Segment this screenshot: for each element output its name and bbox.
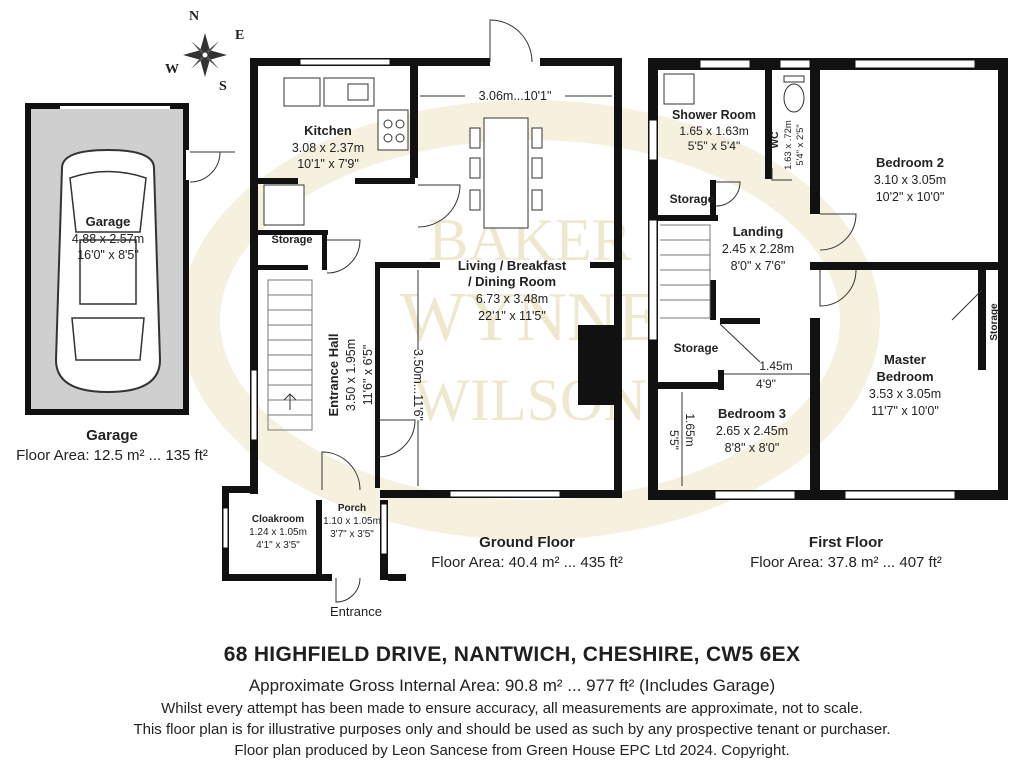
bedroom2-name: Bedroom 2	[876, 155, 944, 170]
kitchen-m: 3.08 x 2.37m	[292, 141, 364, 155]
garage-caption: Garage	[86, 427, 138, 444]
master-ft: 11'7" x 10'0"	[871, 404, 939, 418]
garage-area: Floor Area: 12.5 m² ... 135 ft²	[16, 447, 208, 464]
porch-ft: 3'7" x 3'5"	[330, 529, 374, 540]
compass-s: S	[219, 79, 227, 94]
first-floor-area: Floor Area: 37.8 m² ... 407 ft²	[750, 554, 942, 571]
dining-table-icon	[469, 117, 543, 229]
cloakroom-ft: 4'1" x 3'5"	[256, 540, 300, 551]
porch-m: 1.10 x 1.05m	[323, 516, 381, 527]
garage-dim-ft: 16'0" x 8'5"	[77, 248, 139, 262]
bedroom2-ft: 10'2" x 10'0"	[876, 190, 945, 204]
first-doors	[715, 168, 983, 363]
ground-storage-name: Storage	[272, 234, 313, 246]
compass-icon: N E W S	[165, 9, 244, 94]
first-floor-caption: First Floor	[809, 534, 883, 551]
kitchen-fixtures	[263, 77, 409, 226]
shower-m: 1.65 x 1.63m	[679, 124, 748, 138]
dim-side: 3.50m...11'6"	[411, 349, 425, 421]
bedroom3-m: 2.65 x 2.45m	[716, 424, 788, 438]
bedroom3-name: Bedroom 3	[718, 406, 786, 421]
bedroom3-ft: 8'8" x 8'0"	[725, 441, 780, 455]
cloakroom-name: Cloakroom	[252, 514, 304, 525]
landing-ft: 8'0" x 7'6"	[731, 259, 786, 273]
dim-top: 3.06m...10'1"	[479, 89, 552, 103]
property-address: 68 HIGHFIELD DRIVE, NANTWICH, CHESHIRE, …	[223, 643, 801, 666]
bedroom2-m: 3.10 x 3.05m	[874, 173, 946, 187]
dim-145-m: 1.45m	[759, 359, 792, 373]
compass-n: N	[189, 9, 199, 24]
first-dimensions	[681, 373, 810, 486]
master-name2: Bedroom	[876, 369, 933, 384]
living-ft: 22'1" x 11'5"	[478, 309, 546, 323]
disclaimer-line-3: Floor plan produced by Leon Sancese from…	[234, 742, 790, 759]
storage-b-name: Storage	[674, 341, 719, 355]
master-m: 3.53 x 3.05m	[869, 387, 941, 401]
cloakroom-m: 1.24 x 1.05m	[249, 527, 307, 538]
hall-m: 3.50 x 1.95m	[344, 339, 358, 411]
ground-stairs	[267, 279, 313, 431]
kitchen-ft: 10'1" x 7'9"	[297, 157, 359, 171]
dim-165-ft: 5'5"	[667, 430, 681, 450]
garage-label: Garage	[86, 214, 131, 229]
compass-e: E	[235, 28, 244, 43]
master-name1: Master	[884, 352, 926, 367]
floor-plan: BAKER WYNNE WILSON N E W S Garage	[16, 9, 1008, 619]
disclaimer-line-2: This floor plan is for illustrative purp…	[133, 721, 891, 738]
ground-floor-caption: Ground Floor	[479, 534, 575, 551]
landing-name: Landing	[733, 224, 784, 239]
disclaimer-line-1: Whilst every attempt has been made to en…	[161, 700, 863, 717]
first-windows	[648, 59, 976, 500]
living-m: 6.73 x 3.48m	[476, 292, 548, 306]
dim-165-m: 1.65m	[683, 413, 697, 446]
storage-c-name: Storage	[989, 303, 1000, 341]
ground-windows	[222, 58, 561, 555]
wc-name: WC	[770, 132, 781, 149]
shower-ft: 5'5" x 5'4"	[688, 139, 740, 153]
hall-ft: 11'6" x 6'5"	[361, 345, 375, 406]
car-icon	[54, 148, 162, 394]
shower-name: Shower Room	[672, 108, 756, 122]
ground-floor-area: Floor Area: 40.4 m² ... 435 ft²	[431, 554, 623, 571]
gross-internal-area: Approximate Gross Internal Area: 90.8 m²…	[248, 676, 776, 695]
entrance-label: Entrance	[330, 604, 382, 619]
wc-m: 1.63 x .72m	[783, 120, 794, 170]
wc-ft: 5'4" x 2'5"	[795, 124, 806, 166]
porch-name: Porch	[338, 503, 366, 514]
kitchen-name: Kitchen	[304, 123, 352, 138]
bathroom-fixtures	[663, 73, 805, 113]
living-name1: Living / Breakfast	[458, 258, 567, 273]
storage-a-name: Storage	[670, 192, 715, 206]
dim-145-ft: 4'9"	[756, 377, 776, 391]
landing-m: 2.45 x 2.28m	[722, 242, 794, 256]
ground-doors	[321, 19, 533, 603]
first-stairs	[660, 224, 711, 319]
garage-dim-m: 4.88 x 2.57m	[72, 232, 144, 246]
hall-name: Entrance Hall	[326, 333, 341, 416]
ground-dimensions	[417, 95, 612, 486]
living-name2: / Dining Room	[468, 274, 556, 289]
compass-w: W	[165, 62, 179, 77]
garage: Garage 4.88 x 2.57m 16'0" x 8'5" Garage …	[16, 103, 235, 464]
